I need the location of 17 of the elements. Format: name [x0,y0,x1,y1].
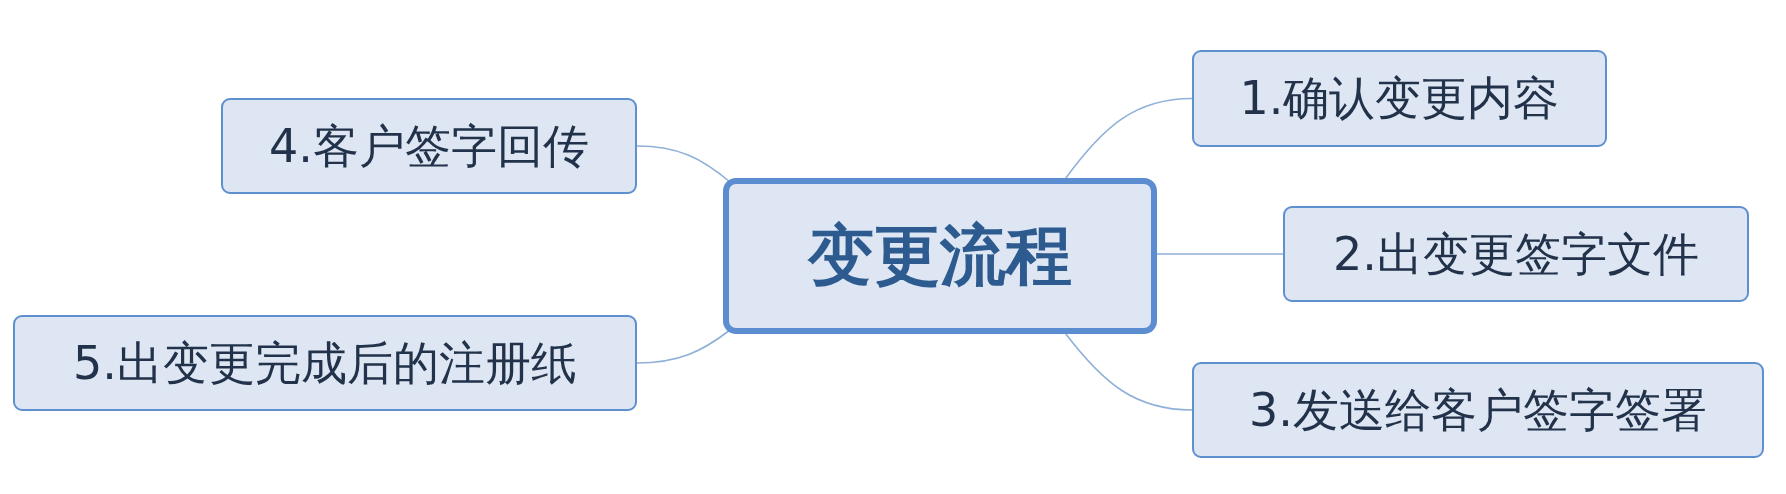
topic-box [1192,50,1607,147]
topic-box [1283,206,1749,302]
topic-box [1192,362,1764,458]
connector-line [1156,253,1284,255]
connector-line [1065,333,1193,411]
connector-line [636,145,731,183]
topic-text: 2.出变更签字文件 [1333,228,1699,280]
topic-box [13,315,637,411]
connector-line [1065,97,1193,179]
topic-box [221,98,637,194]
topic-text: 1.确认变更内容 [1239,73,1560,124]
topic-text: 3.发送给客户签字签署 [1249,384,1707,436]
topic-text: 5.出变更完成后的注册纸 [73,337,577,389]
central-topic-text: 变更流程 [808,219,1072,293]
topic-text: 4.客户签字回传 [269,120,589,172]
central-topic-box [723,178,1157,334]
connector-line [636,329,731,364]
